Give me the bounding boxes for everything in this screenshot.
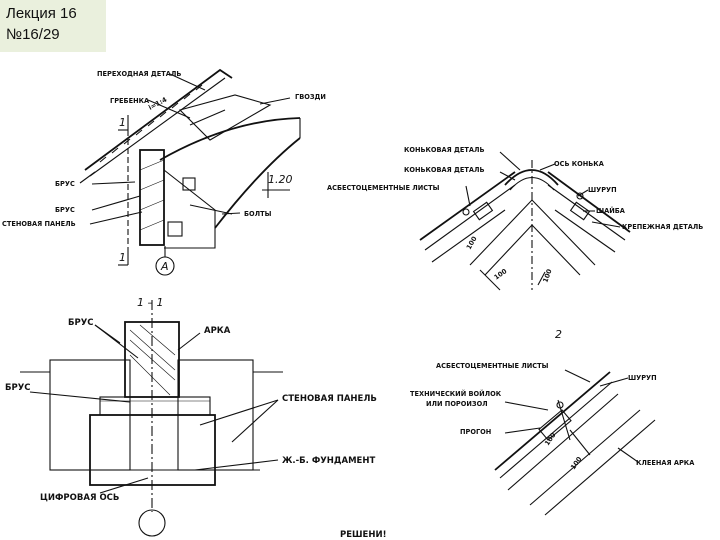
label-ridge-part-2: КОНЬКОВАЯ ДЕТАЛЬ xyxy=(404,166,485,174)
section-mark-bottom: 1 xyxy=(119,251,126,264)
detail-a-drawing xyxy=(79,68,301,276)
dim-100-b: 100 xyxy=(493,267,509,282)
label-foundation: Ж.-Б. ФУНДАМЕНТ xyxy=(282,456,375,466)
label-felt-line2: ИЛИ ПОРОИЗОЛ xyxy=(426,400,488,408)
label-purlin: ПРОГОН xyxy=(460,428,491,436)
label-nails: ГВОЗДИ xyxy=(295,93,326,101)
label-ridge-part-1: КОНЬКОВАЯ ДЕТАЛЬ xyxy=(404,146,485,154)
callout-a: A xyxy=(160,260,169,273)
label-transition-part: ПЕРЕХОДНАЯ ДЕТАЛЬ xyxy=(97,70,181,78)
lecture-title: Лекция 16 xyxy=(6,5,77,22)
label-beam-left: БРУС xyxy=(5,383,31,393)
label-screw-top: ШУРУП xyxy=(588,186,617,194)
label-wall-panel-section: СТЕНОВАЯ ПАНЕЛЬ xyxy=(282,394,377,404)
detail-2-title: 2 xyxy=(555,328,562,341)
label-digital-axis: ЦИФРОВАЯ ОСЬ xyxy=(40,493,119,503)
slide-label-box: Лекция 16 №16/29 xyxy=(0,0,106,52)
section-1-1-drawing xyxy=(20,300,283,537)
dim-100-d2-b: 100 xyxy=(569,455,584,471)
label-screw-bottom: ШУРУП xyxy=(628,374,657,382)
label-asbestos-sheets-top: АСБЕСТОЦЕМЕНТНЫЕ ЛИСТЫ xyxy=(327,184,440,192)
label-dim-120: 1.20 xyxy=(268,173,293,186)
label-beam-1: БРУС xyxy=(55,180,75,188)
section-1-1-title: 1 – 1 xyxy=(137,296,164,309)
label-asbestos-sheets-bottom: АСБЕСТОЦЕМЕНТНЫЕ ЛИСТЫ xyxy=(436,362,549,370)
label-ridge-comb: ГРЕБЕНКА xyxy=(110,97,150,105)
detail-2-drawing xyxy=(494,369,656,516)
label-bolts: БОЛТЫ xyxy=(244,210,272,218)
label-washer: ШАЙБА xyxy=(596,206,626,215)
label-fastener: КРЕПЕЖНАЯ ДЕТАЛЬ xyxy=(622,223,703,231)
label-beam-2: БРУС xyxy=(55,206,75,214)
label-felt-line1: ТЕХНИЧЕСКИЙ ВОЙЛОК xyxy=(410,389,502,398)
label-arch: АРКА xyxy=(204,326,231,336)
label-slope: i=1:4 xyxy=(147,95,168,111)
ridge-detail-drawing xyxy=(419,151,631,291)
dim-100-c: 100 xyxy=(541,268,553,284)
section-mark-top: 1 xyxy=(119,116,126,129)
label-wall-panel-a: СТЕНОВАЯ ПАНЕЛЬ xyxy=(2,220,76,228)
label-beam-top: БРУС xyxy=(68,318,94,328)
label-glued-arch: КЛЕЕНАЯ АРКА xyxy=(636,459,695,467)
label-ridge-axis: ОСЬ КОНЬКА xyxy=(554,160,605,168)
footer-text: РЕШЕНИ! xyxy=(340,530,386,540)
slide-number: №16/29 xyxy=(6,26,60,43)
